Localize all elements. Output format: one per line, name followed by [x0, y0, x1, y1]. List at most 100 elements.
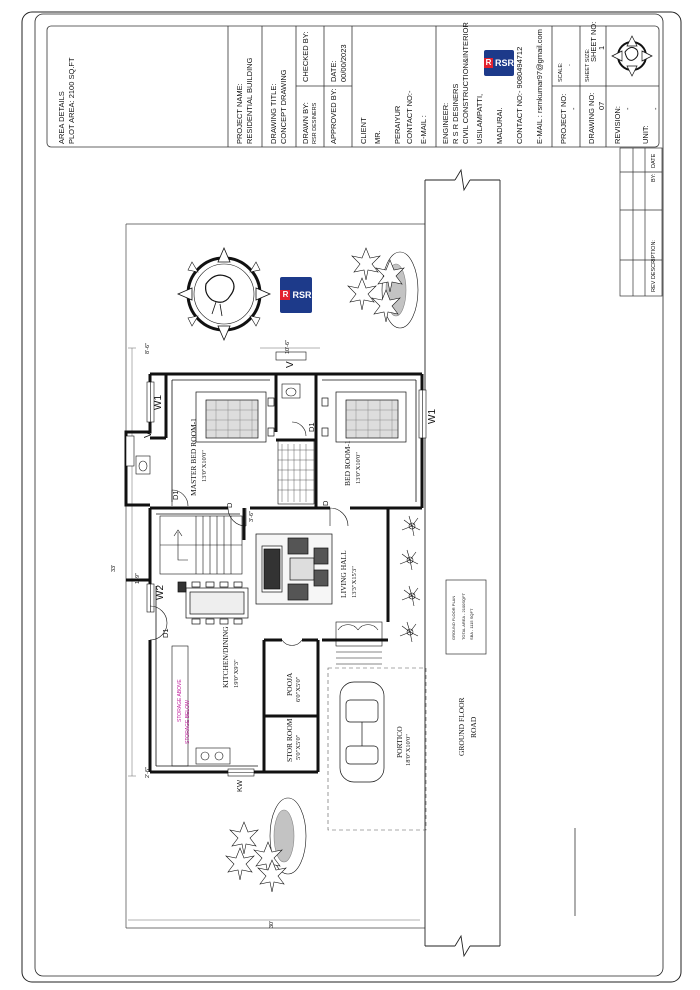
storage-above-note: STORAGE ABOVE: [177, 679, 183, 722]
inner-wall-lines: [155, 379, 417, 767]
dim-30: 30': [269, 920, 275, 928]
door-d-bedroom: D: [321, 500, 330, 506]
bathroom-fixtures: [135, 383, 315, 505]
plants: [399, 515, 421, 643]
tree-cluster-bottom: [225, 797, 307, 893]
wardrobe-hatch: [278, 444, 314, 502]
dimension-lines: [128, 347, 420, 921]
scale-value: -: [567, 64, 573, 66]
road-label-line1: GROUND FLOOR: [457, 697, 466, 756]
portico-size: 18'0"X10'0": [405, 734, 412, 766]
kitchen-counter: [171, 645, 231, 767]
second-bed: [321, 391, 407, 443]
dim-10-6: 10'-6": [285, 339, 291, 354]
portico-label: PORTICO: [395, 726, 404, 758]
client-name: MR.: [373, 130, 382, 144]
second-bed-quilt: [346, 400, 398, 438]
car: [339, 681, 385, 783]
approved-by-label: APPROVED BY:: [329, 88, 338, 144]
rev-description-label: REV DESCRIPTION:: [651, 240, 657, 292]
ventilator-v-left: V: [143, 431, 154, 438]
engineer-contact: CONTACT NO:- 9080494712: [515, 46, 524, 144]
client-email: E-MAIL :: [419, 115, 428, 144]
client-contact: CONTACT NO:-: [405, 90, 414, 144]
checked-by-label: CHECKED BY:: [301, 31, 310, 82]
dim-3-6: 3'-6": [249, 511, 255, 522]
unit-label: UNIT:: [641, 125, 650, 144]
sheet-no-label: SHEET NO:: [589, 21, 598, 62]
store-room-size: 5'0"X5'0": [295, 734, 302, 760]
scale-label: SCALE:: [558, 62, 564, 82]
dining-table: [177, 581, 249, 625]
date-label: DATE:: [329, 60, 338, 82]
portico-outline: [327, 667, 427, 831]
entrance-steps: [335, 621, 383, 665]
revision-table: [619, 147, 663, 297]
drawn-by-value: RSR DESINERS: [312, 102, 318, 144]
rev-date-label: DATE: [651, 153, 657, 168]
drawing-title-label: DRAWING TITLE:: [269, 83, 278, 144]
door-d1-bath: D1: [307, 422, 316, 432]
tree-cluster-top: [347, 247, 419, 329]
engineer-address-1: USILAMPATTI,: [475, 93, 484, 144]
road-edges: [424, 168, 501, 958]
rev-by-label: BY:: [651, 173, 657, 182]
bedroom-label: BED ROOM-1: [343, 440, 352, 486]
living-hall-size: 13'3"X15'3": [351, 566, 358, 598]
ground-floor-note-box: [445, 579, 487, 655]
engineer-label: ENGINEER:: [441, 102, 450, 144]
master-bed-quilt: [206, 400, 258, 438]
window-w2: W2: [155, 585, 166, 600]
living-hall-label: LIVING HALL: [339, 550, 348, 598]
plot-boundary: [125, 223, 425, 929]
engineer-role: CIVIL CONSTRUCTION&INTERIOR: [461, 22, 470, 144]
engineer-address-2: MADURAI.: [495, 107, 504, 144]
master-bedroom-label: MASTER BED ROOM-1: [189, 418, 198, 496]
pooja-size: 6'0"X5'0": [295, 676, 302, 702]
plot-area-text: PLOT AREA: 2100 SQ.FT: [67, 57, 76, 144]
client-place: PERAIYUR: [393, 105, 402, 144]
dim-2-6: 2'-6": [145, 767, 151, 778]
kitchen-dining-label: KITCHEN/DINING: [221, 626, 230, 688]
note-line-1: GROUND FLOOR PLAN: [451, 595, 456, 640]
kitchen-dining-size: 19'0"X9'3": [233, 659, 240, 688]
door-d1-master: D1: [171, 490, 180, 500]
logo-text: RSR: [494, 58, 514, 68]
door-swings: [149, 421, 379, 646]
sofa-set: [255, 533, 333, 605]
drawing-no-label: DRAWING NO:: [587, 92, 596, 144]
road-label-line2: ROAD: [469, 716, 478, 738]
revision-label: REVISION:: [613, 106, 622, 144]
windows: [125, 351, 427, 777]
project-name-value: RESIDENTIAL BUILDING: [245, 57, 254, 144]
project-name-label: PROJECT NAME:: [235, 83, 244, 144]
revision-value: -: [623, 107, 632, 111]
client-label: CLIENT: [359, 117, 368, 144]
compass-rose: [176, 246, 272, 342]
engineer-firm: R S R DESINERS: [451, 83, 460, 144]
bedroom-size: 13'0"X10'0": [355, 452, 362, 484]
master-bed: [195, 391, 275, 443]
master-bedroom-size: 13'0"X10'0": [201, 450, 208, 482]
ventilator-v-top: V: [285, 361, 296, 368]
title-block: [46, 25, 660, 148]
project-no-label: PROJECT NO:: [559, 93, 568, 144]
title-compass-logo: [611, 35, 653, 77]
note-line-3: SBA - 1115 SQFT: [469, 608, 474, 640]
inner-border: [34, 13, 664, 977]
window-w1-bedroom: W1: [427, 409, 438, 424]
door-d-master: D: [225, 502, 234, 508]
building-walls: [124, 372, 424, 774]
logo-r-mark: R: [484, 58, 493, 68]
unit-value: -: [651, 107, 660, 111]
staircase: [159, 515, 243, 575]
engineer-email: E-MAIL : rsrnkumar97@gmail.com: [535, 29, 544, 144]
dim-8-6: 8'-6": [145, 343, 151, 354]
note-line-2: TOTAL AREA - 2100SQFT: [461, 592, 466, 640]
dim-1-9: 1'-9": [135, 573, 141, 584]
drawing-no-value: 07: [597, 101, 606, 110]
